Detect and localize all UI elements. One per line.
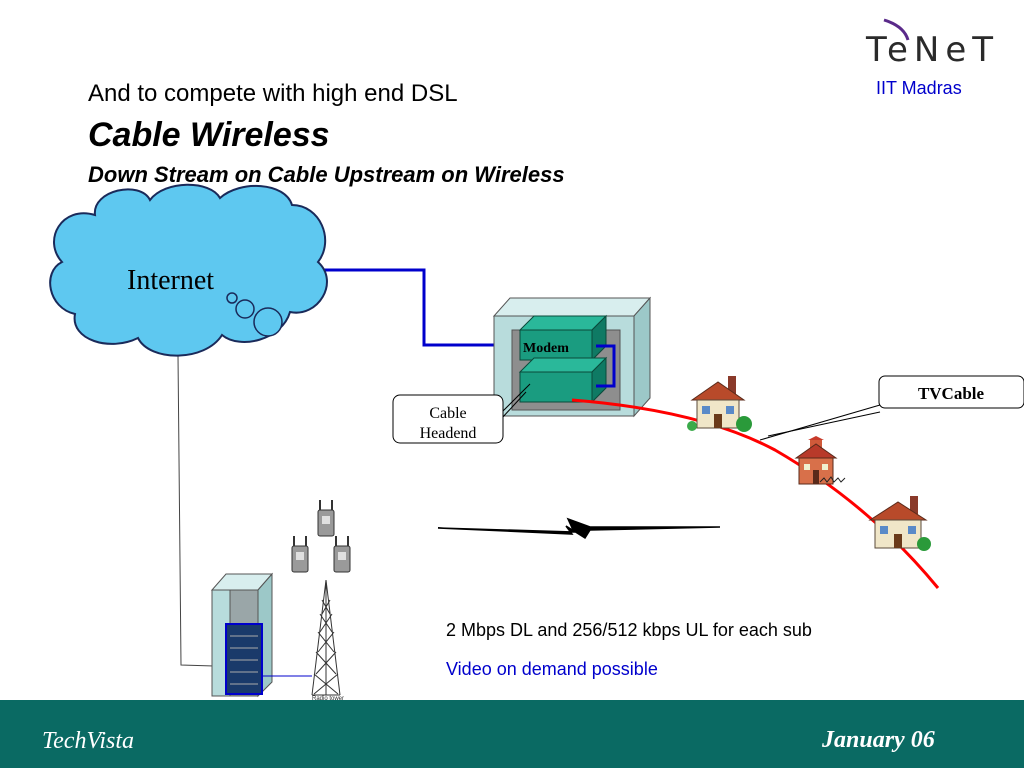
slide-subtitle: And to compete with high end DSL: [88, 80, 458, 107]
server-rack-icon: [210, 572, 274, 698]
footer-bar: [0, 700, 1024, 768]
footer-brand: TechVista: [42, 728, 135, 754]
house-icon-2: [868, 496, 931, 551]
house-icon: [687, 376, 752, 432]
logo-institution: IIT Madras: [876, 78, 962, 98]
modem-label: Modem: [523, 341, 569, 356]
antenna-icon-right: [333, 536, 351, 573]
modem-icon: Modem: [518, 314, 608, 404]
bandwidth-note: 2 Mbps DL and 256/512 kbps UL for each s…: [446, 620, 812, 640]
logo-swoosh: [883, 18, 910, 41]
cable-headend-label-line2: Headend: [420, 425, 477, 442]
modem-link: [596, 344, 616, 388]
tenet-logo: TeNeT: [866, 30, 1000, 70]
tv-cable-line: [571, 398, 940, 589]
antenna-icon: [317, 500, 335, 537]
internet-to-modem-link: [320, 268, 520, 347]
cloud-icon: Internet: [49, 183, 328, 357]
cable-headend-label-line1: Cable: [429, 405, 466, 422]
internet-to-rack-link: [177, 354, 215, 667]
cable-headend-callout: Cable Headend: [392, 383, 531, 444]
tvcable-label: TVCable: [918, 384, 985, 403]
footer-date: January 06: [822, 727, 935, 753]
slide-title: Cable Wireless: [88, 116, 330, 154]
school-icon: [794, 436, 846, 485]
antenna-icon-left: [291, 536, 309, 573]
wireless-link-icon: [437, 517, 721, 540]
radio-tower-label: Radio tower: [312, 696, 344, 702]
radio-tower-icon: [311, 579, 341, 696]
slide-tagline: Down Stream on Cable Upstream on Wireles…: [88, 162, 565, 187]
vod-note: Video on demand possible: [446, 659, 658, 679]
cloud-label: Internet: [127, 265, 214, 296]
tvcable-callout: TVCable: [759, 375, 1024, 441]
